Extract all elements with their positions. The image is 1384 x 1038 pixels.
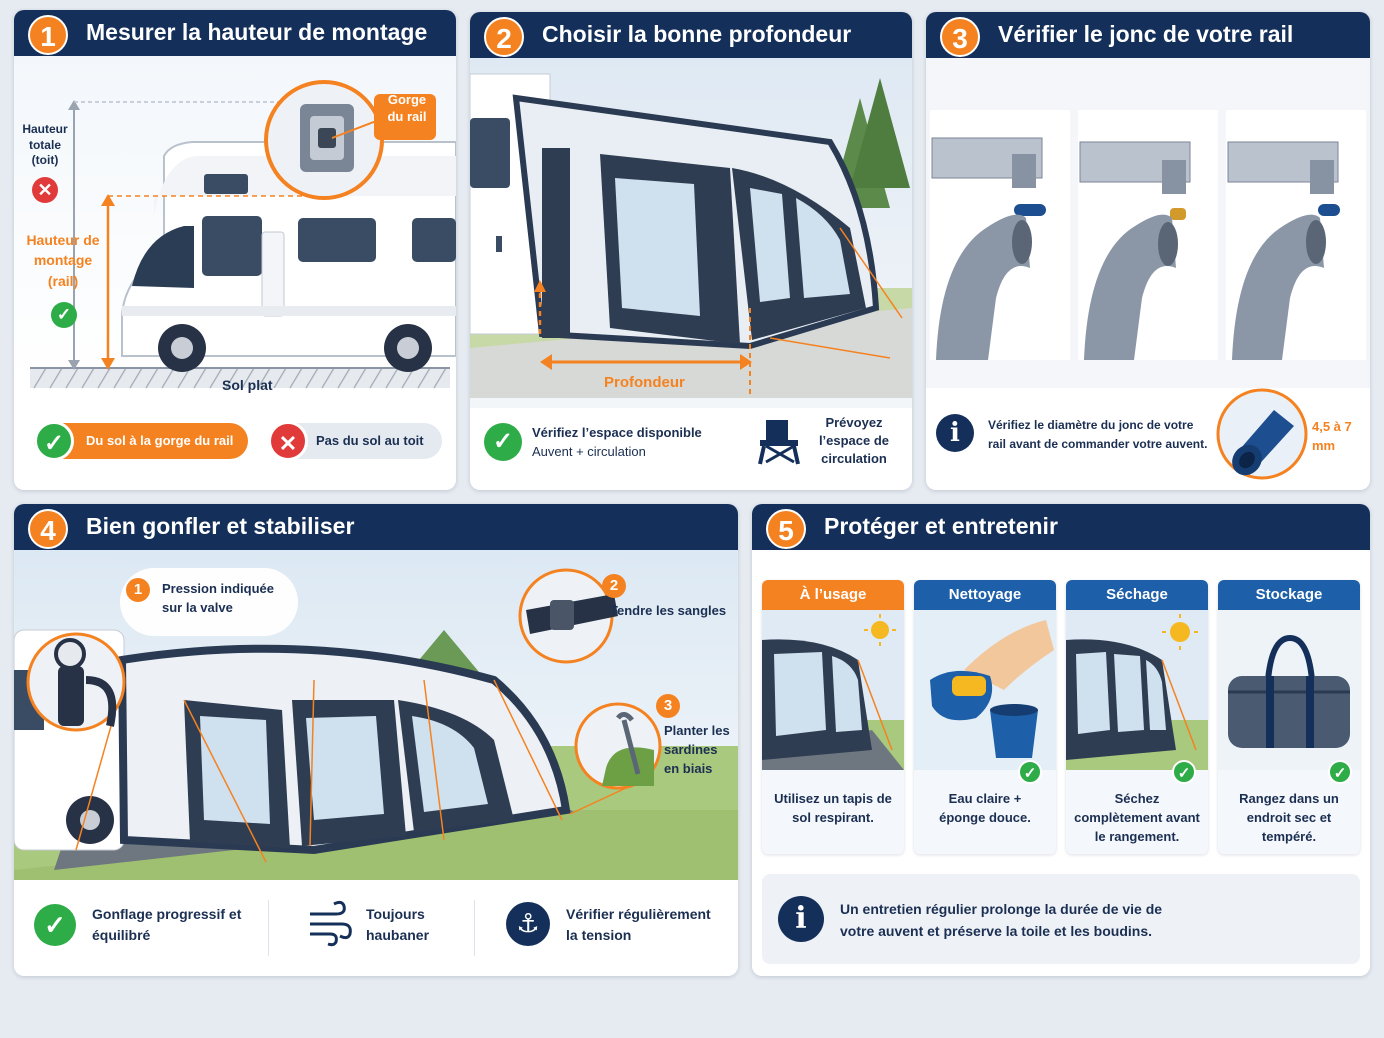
panel-header: 2 Choisir la bonne profondeur bbox=[470, 12, 912, 58]
divider bbox=[474, 900, 475, 956]
wind-icon bbox=[310, 900, 352, 947]
card-title: À l’usage bbox=[762, 580, 904, 610]
card-drying: Séchage ✓ Séchez complètement avant le r… bbox=[1066, 580, 1208, 854]
label-depth: Profondeur bbox=[604, 374, 685, 391]
usage-illustration bbox=[762, 610, 904, 770]
label-flat-ground: Sol plat bbox=[222, 377, 273, 393]
label-rail-groove: Gorge du rail bbox=[387, 92, 427, 124]
panel-depth: 2 Choisir la bonne profondeur Profondeur… bbox=[470, 12, 912, 490]
step-number: 1 bbox=[28, 15, 68, 55]
check-space-title: Vérifiez l’espace disponible bbox=[532, 425, 702, 440]
drying-illustration bbox=[1066, 610, 1208, 770]
inflatable-awning-illustration bbox=[14, 550, 738, 880]
wrong-method-label: Pas du sol au toit bbox=[316, 433, 424, 448]
card-text: Séchez complètement avant le rangement. bbox=[1074, 791, 1200, 844]
panel-title: Mesurer la hauteur de montage bbox=[86, 19, 428, 45]
info-icon: i bbox=[778, 896, 824, 942]
chair-icon bbox=[758, 420, 800, 465]
guy-lines-tip: Toujours haubaner bbox=[366, 906, 430, 943]
step-number: 3 bbox=[940, 17, 980, 57]
straps-note: Tendre les sangles bbox=[610, 603, 727, 618]
circulation-note: Prévoyez l’espace de circulation bbox=[818, 415, 890, 467]
motorhome-illustration bbox=[14, 56, 456, 389]
panel-rail-cord: 3 Vérifier le jonc de votre rail bbox=[926, 12, 1370, 490]
card-title: Nettoyage bbox=[914, 580, 1056, 610]
step-badge: 3 bbox=[656, 694, 680, 718]
label-mount-height: Hauteur de montage (rail) bbox=[26, 232, 100, 289]
rail-profile-3 bbox=[1226, 110, 1366, 360]
panel-title: Protéger et entretenir bbox=[824, 513, 1058, 539]
panel-title: Bien gonfler et stabiliser bbox=[86, 513, 355, 539]
panel-title: Vérifier le jonc de votre rail bbox=[998, 21, 1294, 47]
maintenance-note: i Un entretien régulier prolonge la duré… bbox=[762, 874, 1360, 964]
check-icon: ✓ bbox=[34, 421, 74, 461]
correct-method-label: Du sol à la gorge du rail bbox=[86, 433, 234, 448]
card-storage: Stockage ✓ Rangez dans un endroit sec et… bbox=[1218, 580, 1360, 854]
card-title: Séchage bbox=[1066, 580, 1208, 610]
cross-icon: ✕ bbox=[32, 177, 58, 203]
pressure-note: Pression indiquée sur la valve bbox=[162, 581, 274, 615]
card-text: Rangez dans un endroit sec et tempéré. bbox=[1239, 791, 1339, 844]
step-number: 5 bbox=[766, 509, 806, 549]
panel-header: 3 Vérifier le jonc de votre rail bbox=[926, 12, 1370, 58]
divider bbox=[268, 900, 269, 956]
correct-method-badge: ✓ Du sol à la gorge du rail bbox=[34, 421, 248, 461]
rail-profile-1 bbox=[930, 110, 1070, 360]
card-text: Eau claire + éponge douce. bbox=[939, 791, 1031, 825]
card-title: Stockage bbox=[1218, 580, 1360, 610]
label-total-height: Hauteur totale (toit) bbox=[22, 122, 68, 168]
check-icon: ✓ bbox=[484, 423, 522, 461]
inflation-tip: Gonflage progressif et équilibré bbox=[92, 906, 242, 943]
maintenance-note-text: Un entretien régulier prolonge la durée … bbox=[840, 901, 1163, 940]
step-number: 2 bbox=[484, 17, 524, 57]
rail-profiles-illustration bbox=[926, 58, 1370, 388]
cleaning-illustration bbox=[914, 610, 1056, 770]
check-icon: ✓ bbox=[1328, 760, 1352, 784]
cord-zoom-illustration bbox=[1216, 388, 1308, 480]
check-icon: ✓ bbox=[51, 302, 77, 328]
step-badge: 2 bbox=[602, 574, 626, 598]
info-icon: i bbox=[936, 414, 974, 452]
card-usage: À l’usage Utilisez un tapis de sol respi… bbox=[762, 580, 904, 854]
panel-header: 1 Mesurer la hauteur de montage bbox=[14, 10, 456, 56]
rail-profile-2 bbox=[1078, 110, 1218, 360]
panel-header: 4 Bien gonfler et stabiliser bbox=[14, 504, 738, 550]
check-icon: ✓ bbox=[1172, 760, 1196, 784]
step-number: 4 bbox=[28, 509, 68, 549]
rail-info-text: Vérifiez le diamètre du jonc de votre ra… bbox=[988, 418, 1208, 451]
cord-diameter: 4,5 à 7 mm bbox=[1312, 419, 1352, 453]
anchor-icon: ⚓ bbox=[506, 902, 550, 946]
panel-inflate: 4 Bien gonfler et stabiliser bbox=[14, 504, 738, 976]
awning-depth-illustration bbox=[470, 58, 912, 408]
panel-maintenance: 5 Protéger et entretenir À l’usage Utili… bbox=[752, 504, 1370, 976]
storage-bag-illustration bbox=[1218, 610, 1360, 770]
pegs-note: Planter les sardines en biais bbox=[664, 723, 730, 776]
cross-icon: ✕ bbox=[268, 421, 308, 461]
card-cleaning: Nettoyage ✓ Eau claire + éponge douce. bbox=[914, 580, 1056, 854]
check-icon: ✓ bbox=[1018, 760, 1042, 784]
panel-title: Choisir la bonne profondeur bbox=[542, 21, 852, 47]
panel-mount-height: 1 Mesurer la hauteur de montage bbox=[14, 10, 456, 490]
step-badge: 1 bbox=[126, 578, 150, 602]
tension-tip: Vérifier régulièrement la tension bbox=[566, 906, 711, 943]
check-space-subtitle: Auvent + circulation bbox=[532, 444, 646, 459]
panel-header: 5 Protéger et entretenir bbox=[752, 504, 1370, 550]
pressure-callout-bubble bbox=[120, 568, 298, 636]
check-icon: ✓ bbox=[34, 904, 76, 946]
wrong-method-badge: ✕ Pas du sol au toit bbox=[268, 421, 442, 461]
card-text: Utilisez un tapis de sol respirant. bbox=[774, 791, 892, 825]
